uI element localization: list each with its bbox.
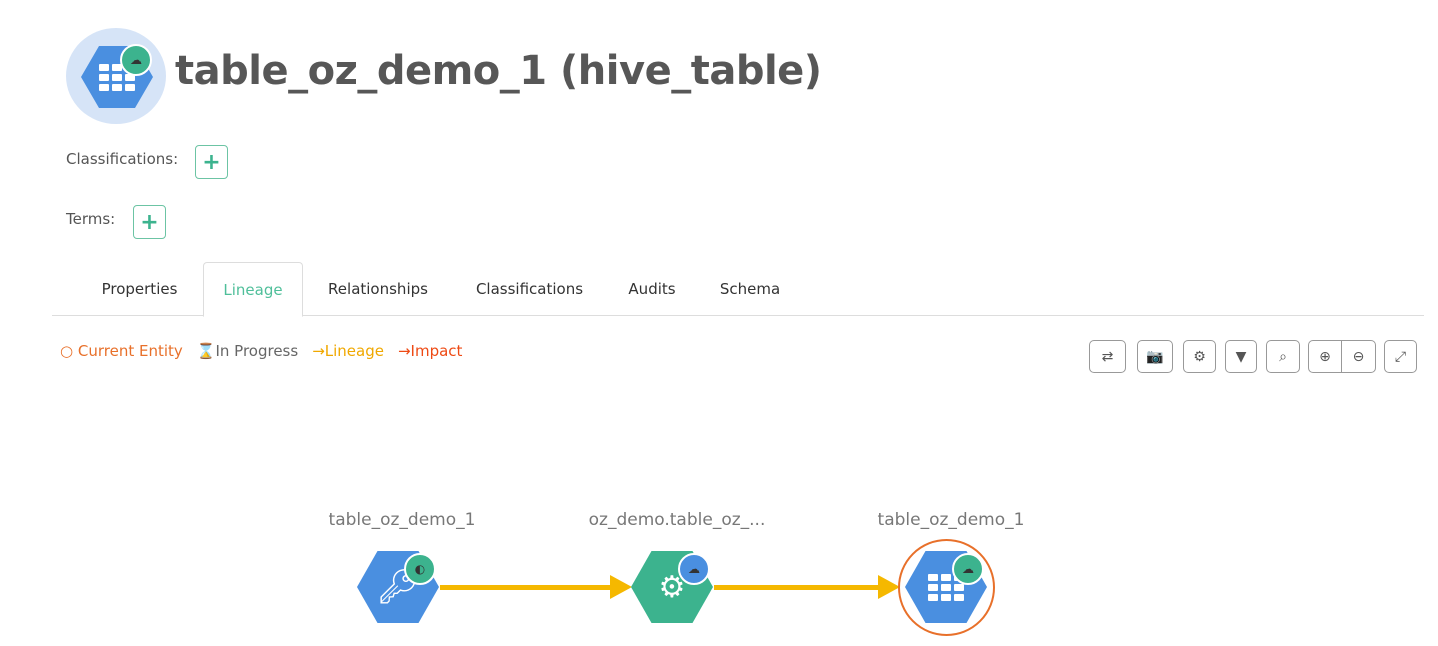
legend-in-progress: ⌛In Progress — [197, 342, 298, 360]
tab-audits[interactable]: Audits — [628, 280, 676, 298]
badge-icon: ◐ — [404, 553, 436, 585]
filter-button[interactable]: ▼ — [1225, 340, 1257, 373]
legend-label: Lineage — [324, 342, 384, 360]
hourglass-icon: ⌛ — [196, 342, 216, 360]
legend-label: Impact — [410, 342, 463, 360]
add-classification-button[interactable]: + — [195, 145, 228, 179]
filter-icon: ▼ — [1235, 348, 1247, 365]
expand-icon: ⤢ — [1394, 348, 1407, 365]
add-term-button[interactable]: + — [133, 205, 166, 239]
legend-lineage: →Lineage — [312, 342, 384, 360]
tab-bar: Properties Lineage Relationships Classif… — [52, 262, 1424, 317]
legend-label: In Progress — [215, 342, 299, 360]
refresh-icon: ⇄ — [1101, 348, 1114, 365]
current-entity-ring — [898, 539, 995, 636]
arrowhead — [610, 575, 632, 599]
arrowhead — [878, 575, 900, 599]
arrow-right-icon: → — [397, 342, 411, 360]
search-button[interactable]: ⌕ — [1266, 340, 1300, 373]
arrow-right-icon: → — [312, 342, 325, 360]
zoom-out-icon: ⊖ — [1352, 348, 1365, 365]
terms-label: Terms: — [66, 210, 116, 228]
lineage-edge — [440, 585, 612, 590]
gear-icon: ⚙ — [1193, 348, 1206, 365]
node-label: table_oz_demo_1 — [877, 510, 1025, 530]
lineage-edge — [714, 585, 880, 590]
lineage-legend: ○ Current Entity ⌛In Progress →Lineage →… — [60, 342, 462, 360]
tab-schema[interactable]: Schema — [719, 280, 781, 298]
cloud-badge-icon: ☁ — [120, 44, 152, 76]
cloud-badge-icon: ☁ — [678, 553, 710, 585]
tab-properties[interactable]: Properties — [101, 280, 178, 298]
settings-button[interactable]: ⚙ — [1183, 340, 1216, 373]
circle-icon: ○ — [60, 342, 74, 360]
cloud-badge-icon: ☁ — [952, 553, 984, 585]
classifications-label: Classifications: — [66, 150, 179, 168]
tab-relationships[interactable]: Relationships — [328, 280, 428, 298]
legend-impact: →Impact — [398, 342, 462, 360]
export-image-button[interactable]: 📷 — [1137, 340, 1173, 373]
zoom-in-button[interactable]: ⊕ — [1308, 340, 1342, 373]
tab-classifications[interactable]: Classifications — [475, 280, 584, 298]
fullscreen-button[interactable]: ⤢ — [1384, 340, 1417, 373]
legend-current-entity: ○ Current Entity — [60, 342, 183, 360]
legend-label: Current Entity — [77, 342, 183, 360]
camera-icon: 📷 — [1146, 348, 1164, 365]
node-label: table_oz_demo_1 — [328, 510, 476, 530]
tab-lineage[interactable]: Lineage — [203, 262, 303, 317]
zoom-in-icon: ⊕ — [1319, 348, 1331, 365]
zoom-out-button[interactable]: ⊖ — [1341, 340, 1376, 373]
refresh-button[interactable]: ⇄ — [1089, 340, 1126, 373]
page-title: table_oz_demo_1 (hive_table) — [175, 48, 822, 94]
node-label: oz_demo.table_oz_... — [588, 510, 766, 530]
search-icon: ⌕ — [1279, 348, 1287, 365]
